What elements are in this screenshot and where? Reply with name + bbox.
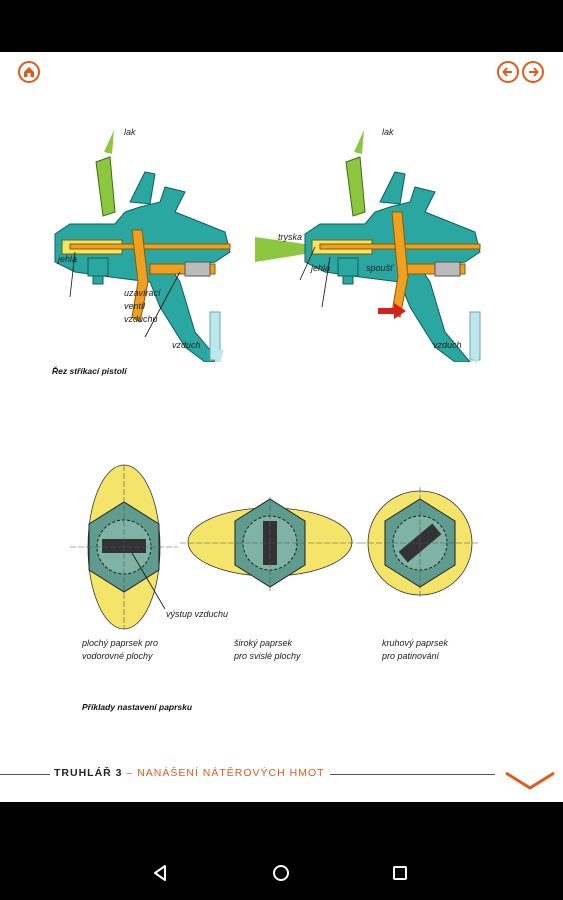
back-button[interactable] <box>497 61 519 83</box>
label-lak-right: lak <box>382 127 394 137</box>
arrow-right-icon <box>529 67 539 77</box>
android-navigation-bar <box>0 802 563 900</box>
label-lak-left: lak <box>124 127 136 137</box>
footer-line-right <box>330 774 495 775</box>
page: lak jehla uzavírací ventil vzduchu vzduc… <box>0 52 563 802</box>
spray-gun-diagram <box>54 130 481 362</box>
home-button[interactable] <box>18 61 40 83</box>
recents-square-icon[interactable] <box>392 864 408 882</box>
figure1-caption: Řez stříkací pistolí <box>52 366 127 376</box>
back-triangle-icon[interactable] <box>152 864 168 882</box>
spray-patterns-diagram <box>70 464 480 630</box>
label-jehla-right: jehla <box>311 263 331 273</box>
label-kruhovy-2: pro patinování <box>382 651 440 661</box>
label-vzduch-left: vzduch <box>172 340 201 350</box>
label-kruhovy-1: kruhový paprsek <box>382 638 449 648</box>
home-icon <box>24 67 34 77</box>
label-siroky-1: široký paprsek <box>234 638 293 648</box>
spray-gun-right <box>255 130 481 362</box>
label-vystup-vzduchu: výstup vzduchu <box>166 609 229 619</box>
label-siroky-2: pro svislé plochy <box>234 651 301 661</box>
label-jehla-left: jehla <box>58 254 78 264</box>
chevron-down-icon[interactable] <box>503 770 557 792</box>
label-tryska: tryska <box>278 232 303 242</box>
chapter-title: – NANÁŠENÍ NÁTĚROVÝCH HMOT <box>126 767 325 779</box>
label-ventil: ventil <box>124 301 146 311</box>
label-plochy-1: plochý paprsek pro <box>82 638 159 648</box>
figure2-caption: Příklady nastavení paprsku <box>82 702 193 712</box>
book-title: TRUHLÁŘ 3 <box>54 767 123 779</box>
home-circle-icon[interactable] <box>272 864 290 882</box>
label-plochy-2: vodorovné plochy <box>82 651 153 661</box>
label-vzduchu: vzduchu <box>124 314 158 324</box>
footer-line-left <box>0 774 50 775</box>
spray-gun-left <box>54 130 231 362</box>
arrow-left-icon <box>502 67 512 77</box>
forward-button[interactable] <box>522 61 544 83</box>
label-spoust: spoušť <box>366 263 394 273</box>
pattern-flat-horizontal <box>70 464 178 630</box>
footer-title: TRUHLÁŘ 3 – NANÁŠENÍ NÁTĚROVÝCH HMOT <box>54 767 325 779</box>
label-uzaviraci: uzavírací <box>124 288 161 298</box>
label-vzduch-right: vzduch <box>433 340 462 350</box>
pattern-round <box>360 487 480 599</box>
pattern-wide-vertical <box>180 497 360 592</box>
